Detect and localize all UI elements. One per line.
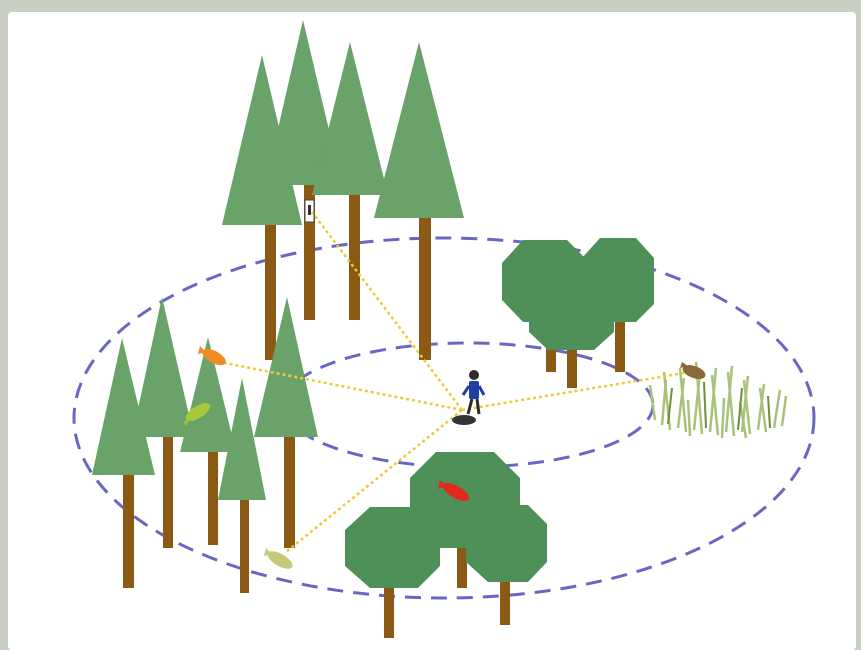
sight-line-pale-bird xyxy=(285,409,463,553)
outer-survey-circle xyxy=(72,236,816,600)
conifer-trunk xyxy=(123,470,134,588)
sight-lines xyxy=(219,211,691,553)
conifer-trunk xyxy=(265,210,276,360)
observer-head xyxy=(469,370,479,380)
deciduous-trunk xyxy=(567,338,577,388)
conifer-trunk xyxy=(284,430,295,548)
sight-line-orange-bird xyxy=(219,360,463,412)
grass-dark-blades xyxy=(667,381,771,431)
inner-survey-circle xyxy=(281,341,655,469)
conifer-trunk xyxy=(208,450,218,545)
deciduous-trunk xyxy=(384,578,394,638)
deciduous-foliage xyxy=(466,505,547,582)
deciduous-foliage xyxy=(345,507,440,588)
conifer-trunk xyxy=(304,180,315,320)
sight-line-brown-bird xyxy=(461,370,691,412)
brown-bird-icon xyxy=(680,362,706,379)
conifer-foliage xyxy=(92,338,155,475)
conifer-trunk xyxy=(163,430,173,548)
observer-body xyxy=(469,381,479,399)
deciduous-cluster-right xyxy=(502,238,654,388)
conifer-trunk xyxy=(349,190,360,320)
conifer-trunk xyxy=(240,495,249,593)
woodpecker-marking xyxy=(308,205,311,215)
deciduous-trunk xyxy=(500,575,510,625)
conifer-foliage xyxy=(132,297,194,437)
orange-bird-icon xyxy=(198,346,226,366)
pale-olive-bird-icon xyxy=(264,548,293,569)
observer-shadow xyxy=(452,415,476,425)
conifer-foliage xyxy=(254,297,318,437)
red-bird-icon xyxy=(438,480,470,502)
deciduous-trunk xyxy=(615,300,625,372)
conifer-foliage xyxy=(312,42,388,195)
conifer-trunk xyxy=(419,210,431,360)
person-icon xyxy=(452,370,486,425)
conifer-foliage xyxy=(265,20,342,185)
tall-conifer-cluster xyxy=(222,20,464,360)
conifer-foliage xyxy=(374,42,464,218)
sight-line-woodpecker xyxy=(311,211,463,411)
deciduous-cluster-front xyxy=(345,452,547,638)
conifer-foliage xyxy=(180,337,236,452)
deciduous-foliage xyxy=(529,290,614,350)
conifer-foliage xyxy=(218,378,266,500)
left-conifer-cluster xyxy=(92,297,318,593)
deciduous-trunk xyxy=(457,530,467,588)
yellow-green-bird-icon xyxy=(184,403,211,426)
